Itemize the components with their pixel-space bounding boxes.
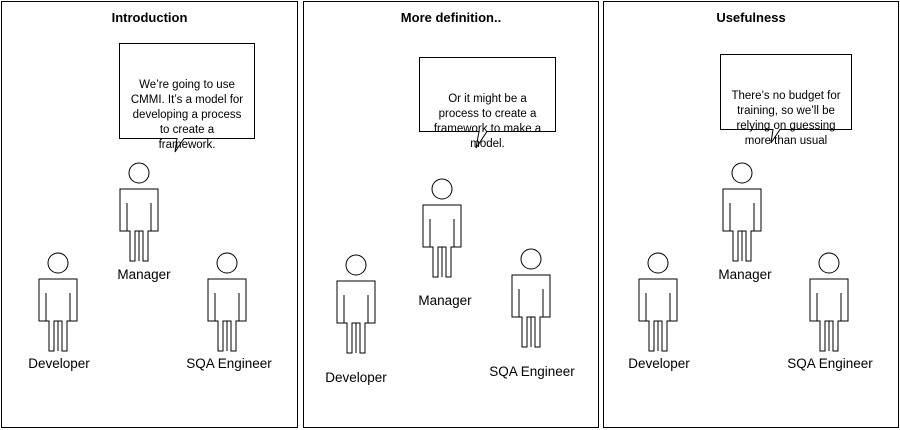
- sqa-engineer-label: SQA Engineer: [787, 356, 873, 371]
- speech-bubble: Or it might be a process to create a fra…: [419, 57, 556, 150]
- person-icon: [809, 252, 849, 352]
- person-icon: [638, 252, 678, 352]
- speech-bubble-icon: [119, 43, 255, 153]
- comic-panel-introduction: Introduction We’re going to use CMMI. It…: [1, 1, 298, 428]
- comic-panel-usefulness: Usefulness There’s no budget for trainin…: [603, 1, 899, 428]
- comic-panel-more-definition: More definition.. Or it might be a proce…: [303, 1, 599, 428]
- manager-figure: [115, 161, 163, 286]
- person-icon: [511, 248, 551, 348]
- manager-label: Manager: [117, 267, 171, 282]
- panel-title: More definition..: [400, 10, 502, 25]
- person-icon: [422, 178, 462, 278]
- speech-bubble-text: Or it might be a process to create a fra…: [433, 93, 542, 150]
- developer-label: Developer: [28, 356, 90, 371]
- sqa-engineer-figure: [203, 251, 251, 376]
- developer-label: Developer: [628, 356, 690, 371]
- speech-bubble-text: We’re going to use CMMI. It’s a model fo…: [130, 79, 244, 151]
- manager-figure: [418, 177, 466, 302]
- developer-label: Developer: [325, 370, 387, 385]
- manager-figure: [718, 161, 766, 286]
- sqa-engineer-label: SQA Engineer: [186, 356, 272, 371]
- speech-bubble-icon: [720, 54, 852, 144]
- sqa-engineer-label: SQA Engineer: [489, 364, 575, 379]
- person-icon: [119, 162, 159, 262]
- developer-figure: [332, 253, 380, 378]
- person-icon: [722, 162, 762, 262]
- sqa-engineer-figure: [507, 247, 555, 372]
- developer-figure: [34, 251, 82, 376]
- speech-bubble-text: There’s no budget for training, so we’ll…: [731, 90, 841, 147]
- manager-label: Manager: [718, 267, 772, 282]
- person-icon: [38, 252, 78, 352]
- speech-bubble: We’re going to use CMMI. It’s a model fo…: [119, 43, 255, 153]
- speech-bubble-icon: [419, 57, 556, 149]
- panel-title: Usefulness: [716, 10, 786, 25]
- person-icon: [207, 252, 247, 352]
- panel-title: Introduction: [111, 10, 188, 25]
- person-icon: [336, 254, 376, 354]
- developer-figure: [634, 251, 682, 376]
- manager-label: Manager: [418, 293, 472, 308]
- speech-bubble: There’s no budget for training, so we’ll…: [720, 54, 852, 147]
- sqa-engineer-figure: [805, 251, 853, 376]
